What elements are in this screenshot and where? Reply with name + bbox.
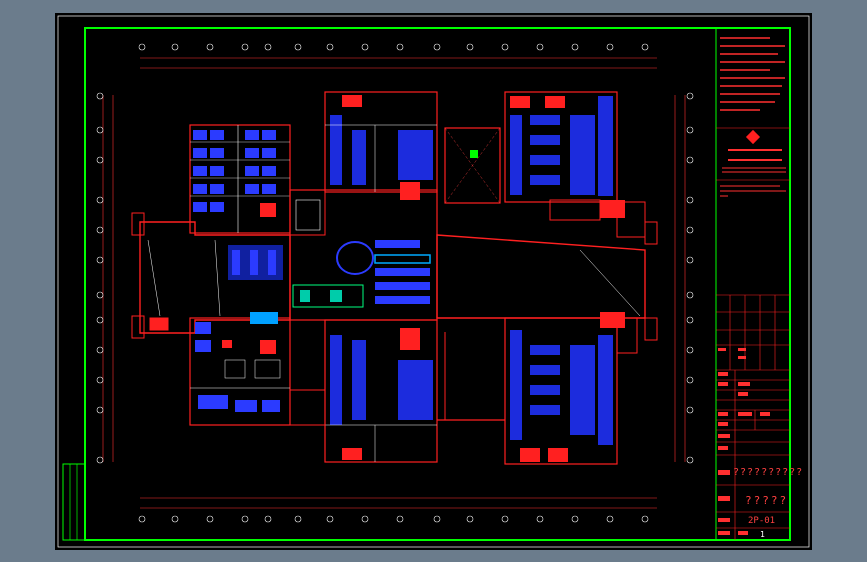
title-block <box>715 28 790 540</box>
grid-bubbles-bottom <box>138 515 649 523</box>
courtyard-lower <box>437 332 505 421</box>
grid-bubbles-left <box>96 92 104 464</box>
grid-bubbles-top <box>138 43 649 51</box>
project-name: ?????????? <box>733 467 804 478</box>
drawing-number: 2P-01 <box>748 516 776 526</box>
left-lower-wing <box>189 312 291 426</box>
right-lower-wing <box>504 312 638 465</box>
company-logo-icon <box>722 129 786 173</box>
left-upper-wing <box>189 124 291 234</box>
dimension-lines <box>102 57 686 509</box>
center-lower-block <box>324 319 438 463</box>
floor-plan[interactable] <box>131 91 658 465</box>
grid-bubbles-right <box>686 92 694 464</box>
model-space[interactable] <box>55 13 812 550</box>
sheet-number: 1 <box>760 530 765 539</box>
right-upper-wing <box>504 91 646 238</box>
drawing-frame <box>57 15 810 548</box>
drawing-title: ????? <box>745 494 789 507</box>
connectors <box>131 212 658 426</box>
central-core <box>228 189 438 321</box>
center-upper-block <box>289 91 438 236</box>
courtyard-upper <box>444 127 501 204</box>
